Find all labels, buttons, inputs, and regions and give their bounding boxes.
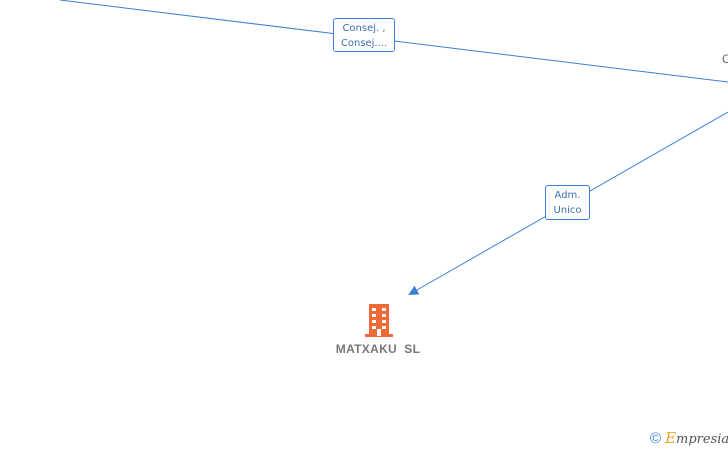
edge-label-line-1: Consej. , [342, 23, 386, 34]
offscreen-node-label[interactable]: C [722, 52, 728, 66]
edge-label-adm-unico[interactable]: Adm. Unico [545, 185, 590, 220]
brand-logo: Empresia [665, 429, 728, 447]
watermark: © Empresia [650, 428, 728, 448]
brand-initial: E [665, 429, 677, 447]
edge-label-consejero[interactable]: Consej. , Consej.... [333, 18, 395, 52]
company-name[interactable]: MATXAKU SL [335, 342, 421, 356]
edge-label-line-2: Consej.... [340, 38, 388, 49]
edge-label-line-2: Unico [553, 205, 582, 216]
copyright-icon: © [650, 429, 662, 447]
edge-label-line-1: Adm. [554, 190, 581, 201]
building-icon[interactable] [363, 302, 395, 338]
brand-rest: mpresia [676, 432, 728, 447]
